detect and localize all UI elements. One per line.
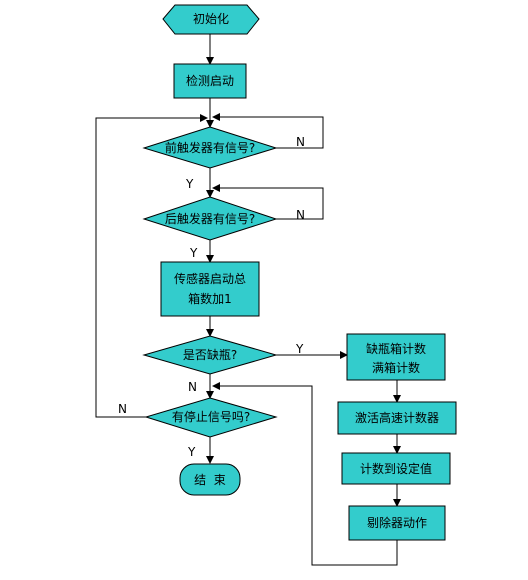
start-node: 初始化 bbox=[162, 4, 260, 35]
sensor-label-line1: 传感器启动总 bbox=[174, 271, 246, 286]
rear-signal-label: 后触发器有信号? bbox=[165, 211, 255, 226]
reach-label: 计数到设定值 bbox=[360, 461, 432, 476]
rear-signal-diamond bbox=[142, 196, 278, 241]
edge-labels: N Y N Y Y N N Y bbox=[118, 135, 305, 459]
count-label-line2: 满箱计数 bbox=[372, 360, 420, 375]
activate-label: 激活高速计数器 bbox=[355, 410, 439, 425]
activate-box bbox=[337, 401, 457, 435]
start-label: 初始化 bbox=[193, 12, 229, 26]
label-front-no: N bbox=[296, 135, 305, 149]
edge-rear-no-loop bbox=[212, 184, 324, 220]
stop-signal-diamond bbox=[144, 397, 278, 438]
count-label-line1: 缺瓶箱计数 bbox=[366, 341, 426, 356]
reject-box bbox=[348, 505, 446, 541]
reach-box bbox=[341, 452, 451, 485]
sensor-label-line2: 箱数加1 bbox=[188, 291, 232, 306]
sensor-node: 传感器启动总 箱数加1 bbox=[160, 261, 260, 317]
edge-stop-no-loop bbox=[95, 114, 208, 418]
missing-node: 是否缺瓶? bbox=[142, 335, 278, 375]
stop-signal-node: 有停止信号吗? bbox=[144, 397, 278, 438]
front-signal-node: 前触发器有信号? bbox=[142, 126, 278, 169]
missing-diamond bbox=[142, 335, 278, 375]
label-front-yes: Y bbox=[185, 177, 194, 191]
detect-node: 检测启动 bbox=[173, 63, 247, 99]
activate-node: 激活高速计数器 bbox=[337, 401, 457, 435]
label-rear-no: N bbox=[296, 208, 305, 222]
reject-label: 剔除器动作 bbox=[367, 515, 427, 530]
edge-front-no-loop bbox=[212, 113, 324, 149]
front-signal-label: 前触发器有信号? bbox=[165, 140, 255, 155]
rear-signal-node: 后触发器有信号? bbox=[142, 196, 278, 241]
end-terminator bbox=[179, 463, 241, 496]
end-label: 结 束 bbox=[194, 473, 226, 487]
edges bbox=[95, 34, 401, 566]
edge-reject-return-loop bbox=[212, 382, 398, 566]
label-missing-yes: Y bbox=[295, 342, 304, 356]
label-rear-yes: Y bbox=[189, 246, 198, 260]
start-hexagon bbox=[162, 4, 260, 35]
label-stop-yes: Y bbox=[187, 445, 196, 459]
count-box bbox=[346, 333, 446, 381]
detect-box bbox=[173, 63, 247, 99]
label-stop-no: N bbox=[118, 402, 127, 416]
missing-label: 是否缺瓶? bbox=[183, 347, 237, 362]
end-node: 结 束 bbox=[179, 463, 241, 496]
front-signal-diamond bbox=[142, 126, 278, 169]
stop-signal-label: 有停止信号吗? bbox=[172, 409, 250, 424]
reach-node: 计数到设定值 bbox=[341, 452, 451, 485]
label-missing-no: N bbox=[188, 380, 197, 394]
count-node: 缺瓶箱计数 满箱计数 bbox=[346, 333, 446, 381]
sensor-box bbox=[160, 261, 260, 317]
detect-label: 检测启动 bbox=[186, 73, 234, 88]
reject-node: 剔除器动作 bbox=[348, 505, 446, 541]
